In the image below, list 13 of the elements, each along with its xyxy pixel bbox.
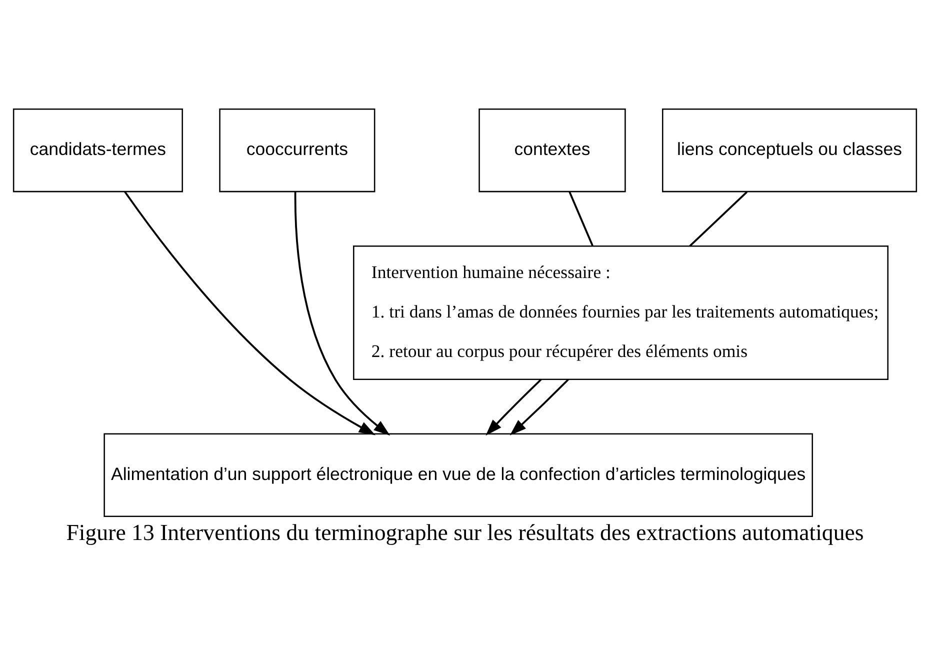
- node-box: Intervention humaine nécessaire : 1. tri dans l’amas de données fournies par les traitements automatiques; 2. retour au corpus pour récupérer des éléments omis: [353, 244, 888, 380]
- arrow: [294, 191, 390, 436]
- node-box: liens conceptuels ou classes: [662, 108, 918, 192]
- node-box: contextes: [478, 108, 626, 192]
- arrow: [124, 190, 376, 435]
- arrow: [486, 378, 542, 436]
- connector: [689, 190, 748, 246]
- caption: Figure 13 Interventions du terminographe sur les résultats des extractions automatiques: [66, 519, 864, 544]
- arrow: [510, 378, 569, 435]
- connector: [568, 191, 594, 246]
- node-box: candidats-termes: [12, 108, 183, 192]
- node-box: cooccurrents: [219, 108, 376, 192]
- node-box: Alimentation d’un support électronique en vue de la confection d’articles terminologiques: [104, 432, 813, 517]
